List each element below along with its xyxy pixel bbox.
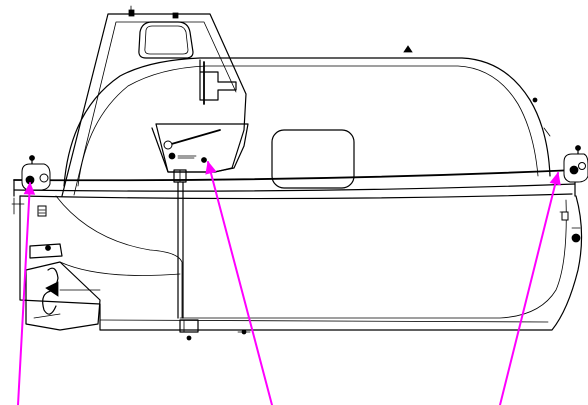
canopy-main-outline bbox=[63, 57, 551, 187]
aft-hook-pointer-arrowhead bbox=[23, 181, 36, 195]
console-lever bbox=[167, 129, 221, 146]
center-console-pointer-arrowhead bbox=[205, 160, 217, 175]
center-console-pointer bbox=[207, 161, 273, 405]
console-indicator bbox=[201, 157, 207, 163]
console-label-plate bbox=[177, 155, 197, 159]
forward-release-hook bbox=[563, 145, 588, 243]
canopy-inner-outline bbox=[77, 65, 539, 187]
hull bbox=[13, 169, 583, 335]
console-foot-drain bbox=[186, 335, 192, 341]
propeller-hub bbox=[45, 281, 59, 297]
fwd-hook-sheave bbox=[578, 162, 586, 170]
rudder-sole bbox=[33, 313, 61, 319]
hull-side-plate-lines bbox=[38, 209, 46, 214]
gunwale-line-3 bbox=[19, 193, 573, 200]
fwd-hook-pin bbox=[569, 165, 579, 175]
hull-bottom-inner bbox=[99, 319, 549, 323]
roof-fitting-2 bbox=[172, 12, 179, 19]
propulsion-unit bbox=[25, 243, 101, 331]
steering-cabin-outline bbox=[61, 13, 247, 197]
aft-hook-sheave bbox=[39, 173, 49, 183]
propeller-recess-2 bbox=[59, 261, 181, 276]
hull-side-plate bbox=[37, 205, 47, 217]
hull-outline bbox=[19, 195, 583, 331]
rudder bbox=[25, 261, 101, 331]
fwd-hook-pointer bbox=[499, 172, 559, 405]
fwd-tow-point bbox=[571, 233, 581, 243]
aft-hook-pointer bbox=[17, 182, 31, 405]
cabin-window-inner bbox=[144, 25, 189, 55]
shaft-housing bbox=[29, 243, 63, 259]
fwd-hook-top bbox=[575, 145, 581, 151]
console-lever-pivot bbox=[163, 140, 173, 150]
shaft-nut bbox=[45, 245, 51, 251]
canopy-vent-fitting bbox=[532, 97, 538, 103]
cabin-window bbox=[138, 21, 194, 59]
gunwale-top-line bbox=[13, 169, 576, 182]
steering-console-panel bbox=[155, 123, 249, 341]
hull-inner-line bbox=[179, 199, 567, 319]
gunwale-line-2 bbox=[13, 183, 576, 192]
roof-fitting-1 bbox=[128, 9, 135, 17]
canopy bbox=[61, 5, 551, 197]
canopy-roof-fitting bbox=[403, 45, 413, 53]
console-foot-box bbox=[179, 319, 199, 333]
pointer-lines bbox=[17, 160, 561, 405]
aft-hook-top bbox=[29, 155, 35, 161]
console-knob bbox=[168, 152, 176, 160]
fwd-hook-pointer-arrowhead bbox=[549, 171, 561, 186]
canopy-aft-detail bbox=[543, 127, 551, 137]
fwd-hull-fitting bbox=[561, 211, 569, 221]
side-hatch bbox=[271, 129, 355, 189]
propeller-recess bbox=[55, 195, 183, 319]
canopy-hatch-handle bbox=[199, 59, 237, 101]
console-panel-outline bbox=[155, 123, 249, 173]
propeller-blade-lower bbox=[42, 291, 57, 315]
